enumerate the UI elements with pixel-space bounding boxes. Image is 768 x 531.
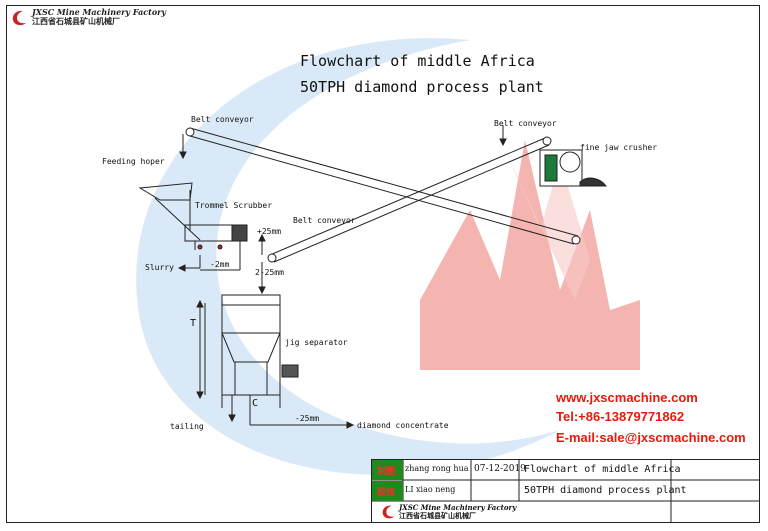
label-2-25mm: 2-25mm	[255, 268, 284, 277]
feeding-hopper	[138, 182, 201, 241]
trommel-scrubber	[184, 224, 248, 250]
watermark-logo	[136, 38, 640, 475]
tb-role-checked: 校核	[377, 488, 396, 498]
company-logo	[11, 9, 29, 27]
label-minus-25mm: -25mm	[295, 414, 320, 423]
contact-website: www.jxscmachine.com	[556, 390, 698, 405]
company-name-cn: 江西省石城县矿山机械厂	[32, 16, 120, 26]
page-title-line2: 50TPH diamond process plant	[300, 78, 544, 96]
label-jig-separator: jig separator	[285, 338, 348, 347]
tb-footer-company-en: JXSC Mine Machinery Factory	[399, 503, 517, 512]
fine-jaw-crusher	[539, 149, 608, 187]
label-belt-conveyor-2: Belt conveyor	[494, 119, 557, 128]
label-t: T	[190, 318, 197, 329]
jig-separator	[196, 294, 299, 408]
belt-conveyor-1	[185, 127, 581, 245]
label-fine-jaw-crusher: fine jaw crusher	[580, 143, 658, 152]
tb-name-checked: LI xiao neng	[405, 485, 456, 494]
label-tailing: tailing	[170, 422, 204, 431]
label-diamond-concentrate: diamond concentrate	[357, 421, 449, 430]
tb-role-drawn: 制图	[377, 467, 396, 477]
label-trommel-scrubber: Trommel Scrubber	[195, 201, 273, 210]
tb-drawing-title-2: 50TPH diamond process plant	[524, 485, 687, 496]
contact-email: E-mail:sale@jxscmachine.com	[556, 430, 746, 445]
tb-footer-logo	[382, 505, 395, 519]
flow-arrows	[177, 125, 507, 429]
tb-drawing-title-1: Flowchart of middle Africa	[524, 464, 681, 475]
title-block-grid	[371, 459, 760, 523]
label-c: C	[252, 398, 259, 409]
title-block: 制图 zhang rong hua 07-12-2019 校核 LI xiao …	[371, 459, 760, 523]
tb-name-drawn: zhang rong hua	[405, 464, 469, 473]
company-name-en: JXSC Mine Machinery Factory	[32, 7, 167, 17]
label-feeding-hoper: Feeding hoper	[102, 157, 165, 166]
label-belt-conveyor-3: Belt conveyor	[293, 216, 356, 225]
label-belt-conveyor-1: Belt conveyor	[191, 115, 254, 124]
label-plus-25mm: +25mm	[257, 227, 282, 236]
tb-footer-company-cn: 江西省石城县矿山机械厂	[399, 511, 476, 520]
contact-tel: Tel:+86-13879771862	[556, 409, 685, 424]
page-title-line1: Flowchart of middle Africa	[300, 52, 535, 70]
label-slurry: Slurry	[145, 263, 174, 272]
tb-date: 07-12-2019	[474, 464, 526, 474]
label-minus-2mm: -2mm	[210, 260, 230, 269]
belt-conveyor-2	[267, 136, 552, 263]
